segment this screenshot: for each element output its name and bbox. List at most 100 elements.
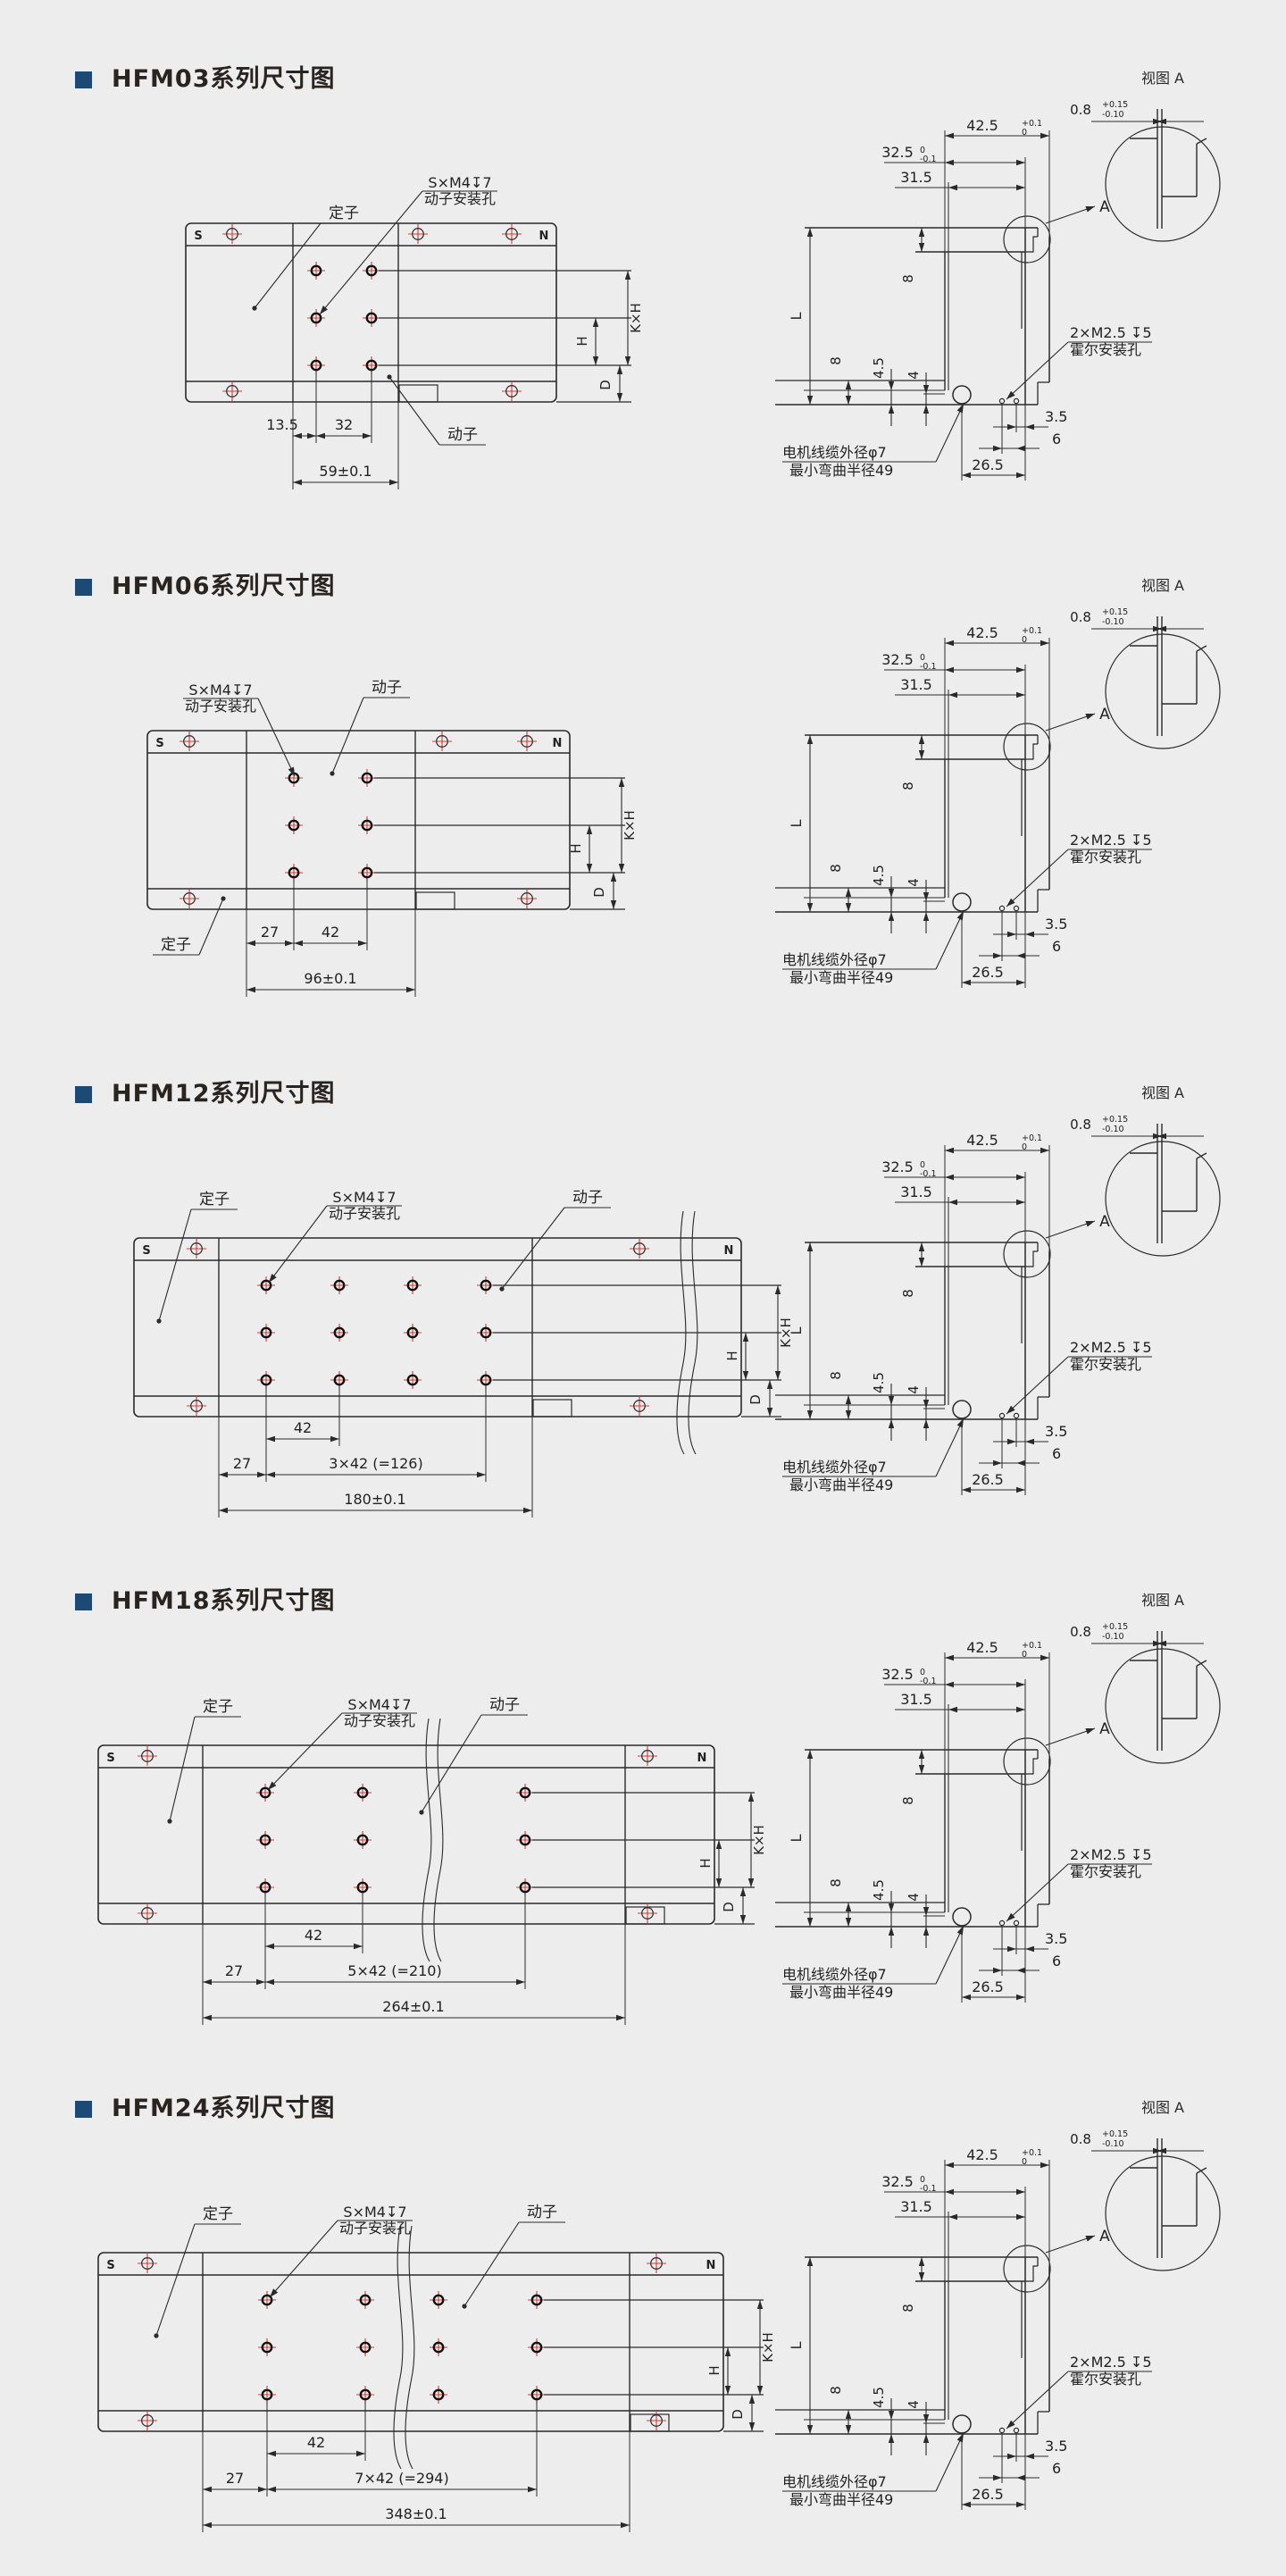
dim-text: 26.5: [972, 1471, 1004, 1488]
detail-ref-label: A: [1099, 1720, 1110, 1738]
mover-mount-hole-icon: [361, 772, 373, 784]
section-title: HFM18系列尺寸图: [112, 1587, 336, 1615]
dim-text: 26.5: [972, 456, 1004, 473]
dim-arrow-icon: [203, 2014, 212, 2021]
dim-arrow-icon: [592, 356, 599, 365]
dim-arrow-icon: [845, 1395, 852, 1404]
cable-spec-label: 最小弯曲半径49: [789, 2491, 893, 2508]
dim-arrow-icon: [293, 479, 302, 486]
dim-arrow-icon: [516, 1978, 525, 1986]
title-bullet-icon: [75, 578, 92, 596]
dim-text: -0.1: [920, 1169, 937, 1179]
cable-spec-label: 最小弯曲半径49: [789, 969, 893, 986]
dim-text: 32.5: [881, 1666, 914, 1683]
hall-hole-icon: [998, 397, 1006, 405]
view-a-title: 视图 A: [1140, 2099, 1185, 2116]
drawing-line: [1006, 2371, 1069, 2430]
stator-mount-hole-icon: [141, 2257, 154, 2270]
plan-dim-text: 42: [322, 924, 339, 941]
screw-spec-label: S×M4↧7: [428, 174, 491, 191]
drawing-line: [1196, 1152, 1207, 1159]
mover-mount-hole-icon: [261, 2294, 273, 2306]
stator-label: 定子: [203, 1698, 233, 1716]
hall-hole-icon: [1013, 1919, 1020, 1927]
break-line: [422, 1718, 432, 1962]
drawing-line: [1196, 138, 1207, 145]
dim-text: 0: [920, 1668, 925, 1677]
detail-boundary-circle: [1105, 126, 1221, 242]
dim-arrow-icon: [993, 1967, 1002, 1974]
l-dim-label: L: [788, 1834, 805, 1842]
stator-mount-hole-icon: [141, 2414, 154, 2427]
dim-text: 0.8: [1070, 609, 1091, 625]
dim-arrow-icon: [1025, 423, 1034, 431]
dim-arrow-icon: [616, 2014, 625, 2021]
dim-text: 6: [1052, 2460, 1061, 2477]
dim-arrow-icon: [888, 2411, 895, 2420]
dim-text: -0.10: [1102, 1632, 1124, 1642]
dim-arrow-icon: [806, 2257, 814, 2266]
dim-text: +0.1: [1022, 626, 1042, 636]
screw-spec-label: S×M4↧7: [188, 682, 252, 698]
dim-arrow-icon: [993, 1459, 1002, 1467]
dim-arrow-icon: [1007, 423, 1016, 431]
detail-ref-label: A: [1099, 2228, 1110, 2246]
hall-hole-icon: [998, 2427, 1006, 2434]
dim-arrow-icon: [610, 900, 617, 909]
dim-arrow-icon: [265, 1978, 274, 1986]
break-line: [393, 2225, 404, 2470]
dim-arrow-icon: [948, 691, 957, 698]
dim-arrow-icon: [962, 1994, 971, 2001]
dim-text: 4.5: [871, 865, 887, 886]
dim-arrow-icon: [203, 2486, 212, 2493]
plan-dim-text: 42: [294, 1419, 312, 1436]
leader-arrow-icon: [270, 2288, 279, 2297]
dim-arrow-icon: [715, 1840, 722, 1849]
dim-arrow-icon: [888, 889, 895, 898]
dim-arrow-icon: [806, 228, 814, 237]
mover-label: 动子: [447, 426, 478, 444]
dim-arrow-icon: [618, 778, 625, 787]
dim-arrow-icon: [586, 825, 593, 834]
cable-circle-icon: [952, 1400, 972, 1419]
dim-arrow-icon: [1016, 2188, 1025, 2195]
dim-arrow-icon: [616, 365, 623, 374]
mover-mount-hole-icon: [432, 2341, 445, 2354]
detail-boundary-circle: [1105, 633, 1221, 749]
dim-arrow-icon: [1016, 1486, 1025, 1493]
mover-mount-hole-icon: [365, 264, 378, 277]
rail-step: [1025, 743, 1038, 760]
dim-arrow-icon: [523, 1507, 532, 1514]
dim-arrow-icon: [1016, 472, 1025, 479]
hall-hole-icon: [998, 1412, 1006, 1419]
section-title: HFM03系列尺寸图: [112, 65, 336, 93]
leader-arrow-icon: [1006, 1912, 1015, 1921]
leader-dot-icon: [499, 1286, 505, 1292]
dim-arrow-icon: [618, 864, 625, 873]
dim-text: +0.1: [1022, 1133, 1042, 1143]
dim-arrow-icon: [1016, 1174, 1025, 1181]
dim-arrow-icon: [739, 1915, 747, 1924]
dim-arrow-icon: [888, 1419, 895, 1428]
view-a-title: 视图 A: [1140, 1084, 1185, 1101]
dim-arrow-icon: [1016, 2501, 1025, 2508]
mover-mount-hole-icon: [519, 1786, 531, 1799]
dim-arrow-icon: [806, 1750, 814, 1759]
stator-mount-hole-icon: [141, 1750, 154, 1762]
leader-arrow-icon: [1085, 714, 1095, 720]
dim-text: -0.1: [920, 662, 937, 672]
mover-mount-hole-icon: [359, 2341, 372, 2354]
leader-arrow-icon: [956, 1418, 964, 1428]
dim-arrow-icon: [1153, 118, 1162, 125]
drawing-line: [421, 1714, 482, 1813]
dim-arrow-icon: [257, 1471, 266, 1478]
dim-text: 3.5: [1045, 916, 1067, 933]
dim-arrow-icon: [1016, 1994, 1025, 2001]
drawing-line: [1006, 1356, 1069, 1415]
dim-text: 3.5: [1045, 2438, 1067, 2455]
h-dim-label: H: [697, 1858, 714, 1868]
